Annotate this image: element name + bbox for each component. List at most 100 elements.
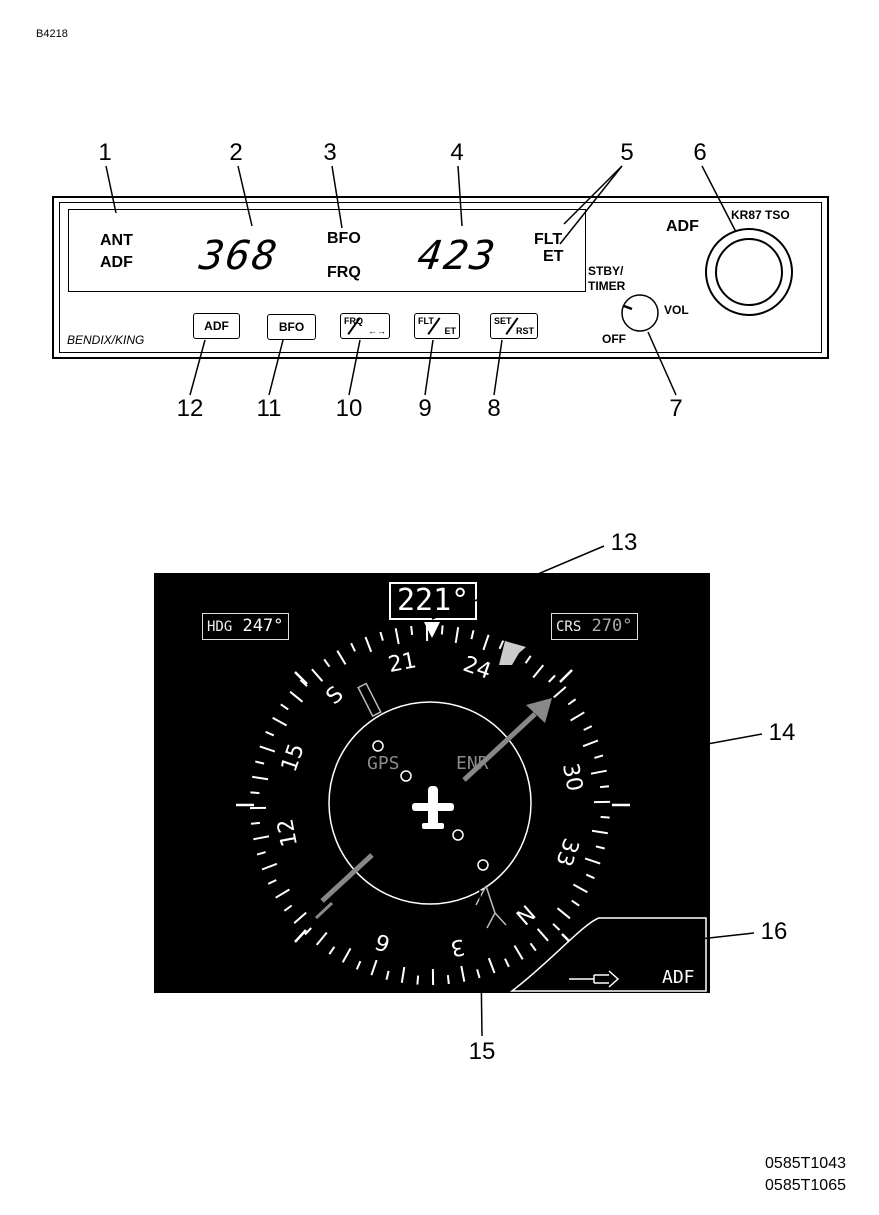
callout-2: 2	[229, 139, 243, 166]
compass-tick	[250, 821, 261, 825]
et-annunciator: ET	[543, 248, 564, 265]
tuning-knob[interactable]	[700, 222, 800, 322]
compass-tick	[599, 785, 610, 789]
callout-15: 15	[468, 1038, 496, 1065]
adf-radio-bezel	[52, 196, 829, 359]
compass-tick	[585, 873, 595, 880]
compass-tick	[440, 625, 444, 635]
unit-adf-label: ADF	[666, 218, 699, 235]
compass-tick	[553, 686, 567, 699]
compass-tick	[379, 631, 384, 641]
compass-tick	[275, 888, 290, 899]
compass-tick	[482, 634, 490, 651]
compass-tick	[570, 711, 585, 722]
compass-tick	[250, 791, 260, 795]
compass-tick	[253, 835, 270, 841]
compass-tick	[252, 775, 269, 781]
callout-11: 11	[256, 395, 282, 422]
ownship-airplane-icon	[412, 786, 454, 829]
bfo-annunciator: BFO	[327, 230, 361, 247]
set-button-bottom: RST	[516, 326, 534, 336]
compass-tick	[524, 655, 532, 664]
set-rst-button[interactable]: SET RST	[490, 313, 538, 339]
compass-tick	[315, 931, 328, 946]
figure-ref-1: 0585T1043	[765, 1155, 846, 1172]
callout-6: 6	[693, 139, 707, 166]
bearing-source-inset	[509, 917, 707, 992]
compass-tick	[336, 650, 347, 665]
compass-tick	[364, 636, 373, 653]
compass-tick	[256, 851, 266, 856]
compass-tick	[267, 879, 277, 885]
compass-label-3: 3	[448, 933, 467, 960]
course-pointer-tail	[475, 885, 507, 929]
callout-13: 13	[610, 529, 638, 556]
compass-tick	[590, 769, 607, 775]
frq-annunciator: FRQ	[327, 264, 361, 281]
source-arrow-icon	[569, 970, 620, 988]
callout-1: 1	[98, 139, 112, 166]
compass-tick	[265, 730, 275, 737]
set-button-top: SET	[494, 316, 512, 326]
callout-16: 16	[760, 918, 788, 945]
compass-tick	[446, 974, 450, 985]
compass-tick	[283, 904, 293, 912]
callout-4: 4	[450, 139, 464, 166]
callout-9: 9	[418, 395, 432, 422]
compass-tick	[567, 698, 577, 706]
compass-tick	[532, 664, 545, 679]
adf-radio-faceplate	[59, 202, 822, 353]
compass-tick	[261, 862, 278, 871]
volume-knob[interactable]	[618, 292, 662, 336]
crs-key: CRS	[556, 619, 582, 635]
adf-button[interactable]: ADF	[193, 313, 240, 339]
compass-tick	[259, 745, 276, 753]
compass-tick	[584, 857, 601, 865]
compass-tick	[299, 679, 308, 687]
compass-label-12: 12	[273, 816, 303, 848]
adf-needle-tail	[320, 853, 374, 903]
hdg-value: 247°	[242, 616, 284, 636]
flt-et-button[interactable]: FLT ET	[414, 313, 460, 339]
callout-12: 12	[176, 395, 204, 422]
flt-button-bottom: ET	[444, 326, 456, 336]
stby-label: STBY/	[588, 264, 624, 278]
hdg-box: HDG 247°	[202, 613, 289, 640]
heading-bug-icon	[499, 641, 526, 665]
compass-tick	[289, 690, 304, 703]
bfo-button[interactable]: BFO	[267, 314, 316, 340]
frq-transfer-button[interactable]: FRQ ←→	[340, 313, 390, 339]
compass-tick	[595, 845, 605, 850]
callout-10: 10	[335, 395, 363, 422]
flt-button-top: FLT	[418, 316, 434, 326]
compass-tick	[582, 739, 599, 748]
enr-mode-label: ENR	[456, 753, 489, 774]
compass-tick	[350, 642, 356, 652]
compass-tick	[255, 760, 265, 765]
compass-tick	[311, 668, 324, 682]
compass-tick	[460, 965, 466, 982]
off-label: OFF	[602, 332, 626, 346]
brand-label: BENDIX/KING	[67, 333, 145, 347]
compass-tick	[323, 658, 331, 668]
callout-3: 3	[323, 139, 337, 166]
compass-tick	[454, 627, 460, 644]
compass-tick	[370, 959, 378, 976]
adf-annunciator: ADF	[100, 254, 133, 271]
figure-ref-2: 0585T1065	[765, 1177, 846, 1194]
compass-tick	[355, 960, 362, 970]
compass-tick	[293, 911, 307, 924]
flt-annunciator: FLT	[534, 231, 563, 248]
radio-display-window	[68, 209, 586, 292]
compass-tick	[328, 946, 336, 955]
compass-tick	[476, 969, 481, 979]
compass-label-30: 30	[557, 761, 587, 793]
callout-7: 7	[669, 395, 683, 422]
gps-source-label: GPS	[367, 753, 400, 774]
cdi-dots	[372, 740, 489, 871]
compass-tick	[470, 630, 475, 640]
